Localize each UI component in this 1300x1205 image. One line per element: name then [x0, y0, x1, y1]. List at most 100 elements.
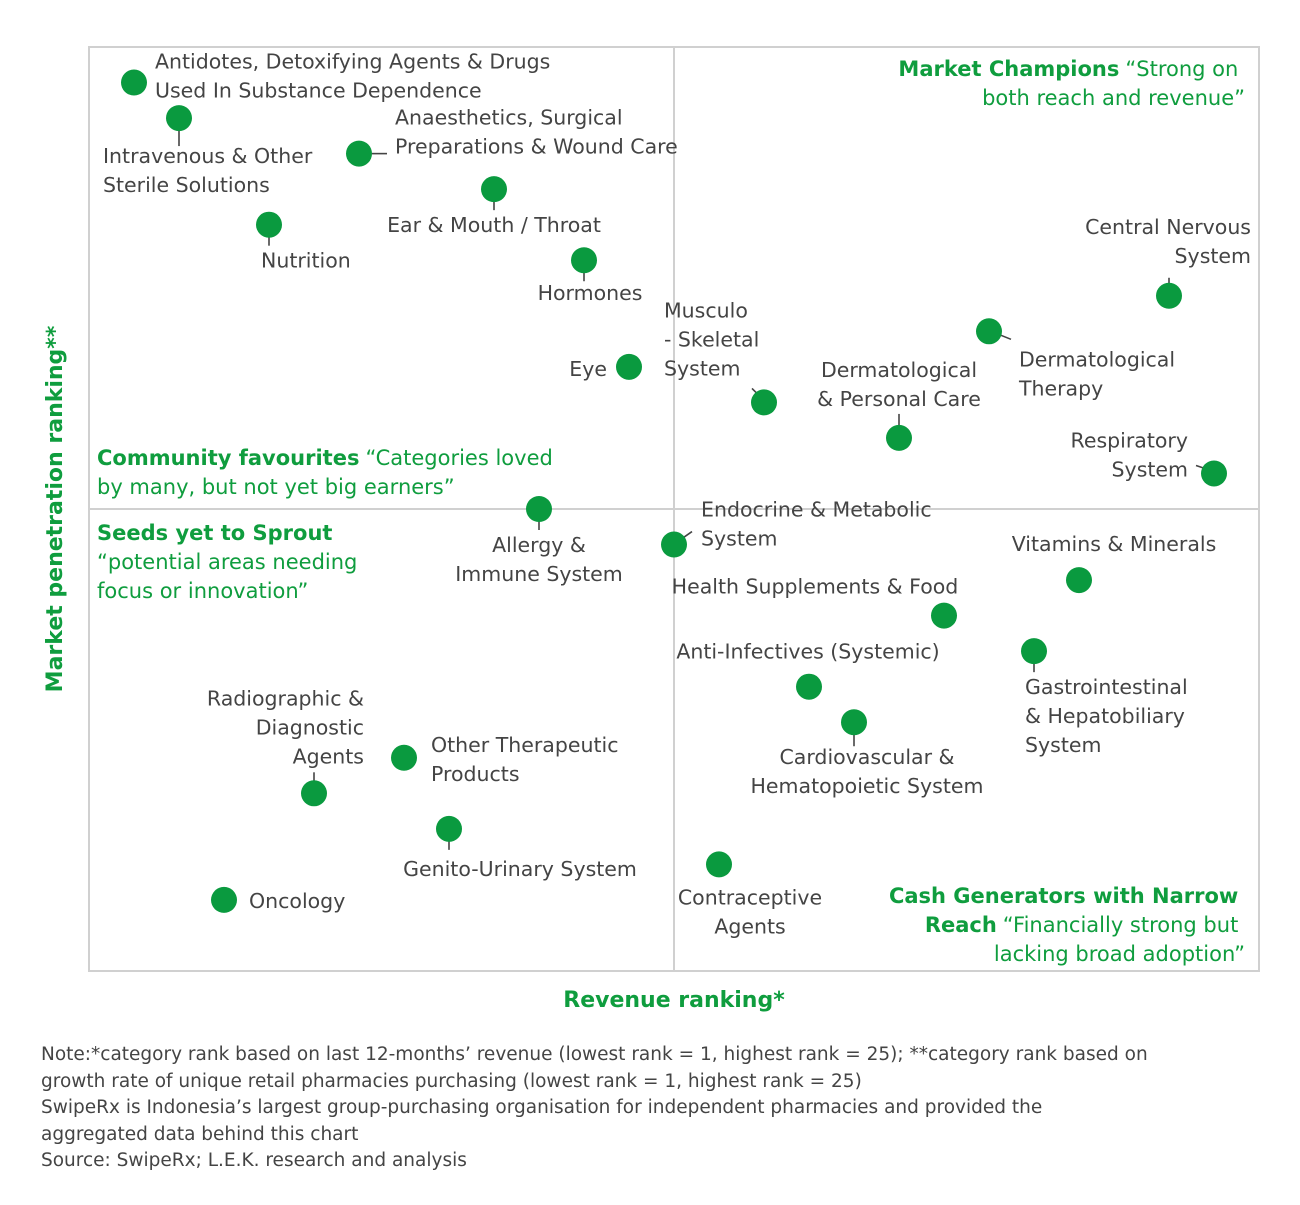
data-point-label-line: Diagnostic: [256, 715, 364, 739]
data-point-group: Vitamins & Minerals: [1012, 532, 1217, 594]
data-point-label: Anti-Infectives (Systemic): [676, 640, 939, 664]
data-point: [661, 531, 687, 558]
data-point-label: Allergy &Immune System: [455, 533, 623, 586]
data-point-label-line: Agents: [714, 914, 785, 938]
data-point-label-line: Cardiovascular &: [779, 745, 954, 769]
data-point-label-line: System: [1175, 244, 1251, 268]
quadrant-top-right-subtitle2: both reach and revenue”: [982, 86, 1245, 110]
data-point-group: Allergy &Immune System: [455, 496, 623, 586]
data-point-label-line: Vitamins & Minerals: [1012, 532, 1217, 556]
data-point-label-line: & Hepatobiliary: [1025, 704, 1185, 728]
data-point-label-line: Hematopoietic System: [751, 774, 984, 798]
data-point: [1201, 460, 1227, 487]
data-point-label: Hormones: [538, 281, 643, 305]
data-point-label-line: Intravenous & Other: [103, 144, 313, 168]
data-point: [616, 353, 642, 380]
data-point: [1066, 567, 1092, 594]
data-point-label-line: Immune System: [455, 562, 623, 586]
quadrant-top-left-title: Community favourites: [97, 446, 359, 470]
data-point-group: Anti-Infectives (Systemic): [676, 640, 940, 700]
scatter-chart: Revenue ranking* Market penetration rank…: [43, 46, 1260, 1013]
quadrant-top-left-subtitle: “Categories loved: [365, 446, 552, 470]
data-point-label-line: Radiographic &: [207, 686, 364, 710]
data-point-label-line: & Personal Care: [817, 387, 981, 411]
quadrant-bottom-left-subtitle: “potential areas needing: [97, 550, 357, 574]
data-point: [346, 140, 372, 167]
data-point-label-line: Anaesthetics, Surgical: [395, 106, 623, 130]
data-point: [571, 247, 597, 274]
data-point: [841, 709, 867, 736]
data-point-label-line: Dermatological: [821, 358, 977, 382]
data-point-group: Cardiovascular & Hematopoietic System: [751, 709, 984, 798]
data-point: [166, 105, 192, 132]
data-point-label: Vitamins & Minerals: [1012, 532, 1217, 556]
footnote-line: aggregated data behind this chart: [41, 1123, 359, 1145]
data-point: [751, 389, 777, 416]
data-point: [436, 815, 462, 842]
footnote-line: Note:*category rank based on last 12-mon…: [41, 1044, 1148, 1065]
data-point-label-line: Nutrition: [261, 249, 351, 273]
data-point-label-line: Sterile Solutions: [103, 173, 270, 197]
data-point-label-line: System: [1112, 457, 1188, 481]
data-point: [256, 211, 282, 238]
data-point-group: Oncology: [211, 886, 345, 913]
data-point-label-line: Preparations & Wound Care: [395, 135, 678, 159]
data-point-label: Cardiovascular & Hematopoietic System: [751, 745, 984, 798]
quadrant-bottom-right-title: Cash Generators with Narrow: [889, 884, 1238, 908]
quadrant-bottom-left-subtitle2: focus or innovation”: [97, 579, 308, 603]
quadrant-bottom-left-caption: Seeds yet to Sprout “potential areas nee…: [97, 521, 364, 603]
data-point-label-line: Oncology: [249, 889, 345, 913]
data-point-label-line: Other Therapeutic: [431, 733, 618, 757]
data-point-group: Dermatological & Personal Care: [817, 358, 981, 451]
data-point-label-line: Antidotes, Detoxifying Agents & Drugs: [155, 50, 550, 74]
quadrant-top-left-caption: Community favourites“Categories loved by…: [97, 446, 560, 499]
data-point-label-line: Eye: [569, 357, 607, 381]
quadrant-top-right-title: Market Champions: [898, 57, 1119, 81]
data-point-group: Hormones: [538, 247, 643, 305]
data-point: [481, 176, 507, 203]
quadrant-bottom-right-subtitle: “Financially strong but: [1003, 913, 1239, 937]
data-point-label-line: Respiratory: [1071, 428, 1188, 452]
footnote-line: growth rate of unique retail pharmacies …: [41, 1070, 862, 1092]
data-point-label-line: Central Nervous: [1085, 215, 1251, 239]
label-connector: [1000, 334, 1012, 341]
quadrant-bottom-right-title2: Reach: [925, 913, 997, 937]
quadrant-bottom-right-caption: Cash Generators with Narrow Reach“Financ…: [889, 884, 1245, 966]
data-point-label-line: Products: [431, 762, 520, 786]
data-point-label-line: System: [701, 527, 777, 551]
data-point-label-line: Dermatological: [1019, 347, 1175, 371]
data-point-label-line: Anti-Infectives (Systemic): [676, 640, 939, 664]
data-point-group: Eye: [569, 353, 642, 381]
data-point: [706, 851, 732, 878]
data-point-label-line: Gastrointestinal: [1025, 675, 1188, 699]
data-point-label-line: Agents: [293, 744, 364, 768]
data-point: [1156, 282, 1182, 309]
data-point-label: Eye: [569, 357, 607, 381]
data-point-label-line: Used In Substance Dependence: [155, 79, 482, 103]
quadrant-top-left-subtitle2: by many, but not yet big earners”: [97, 475, 455, 499]
data-point-group: Health Supplements & Food: [672, 575, 958, 629]
footnote-line: SwipeRx is Indonesia’s largest group-pur…: [41, 1097, 1043, 1119]
data-point-group: Ear & Mouth / Throat: [387, 176, 601, 237]
data-point-group: Nutrition: [256, 211, 351, 273]
data-point: [1021, 638, 1047, 665]
data-point-label-line: Therapy: [1018, 376, 1103, 400]
y-axis-title: Market penetration ranking**: [43, 325, 68, 692]
